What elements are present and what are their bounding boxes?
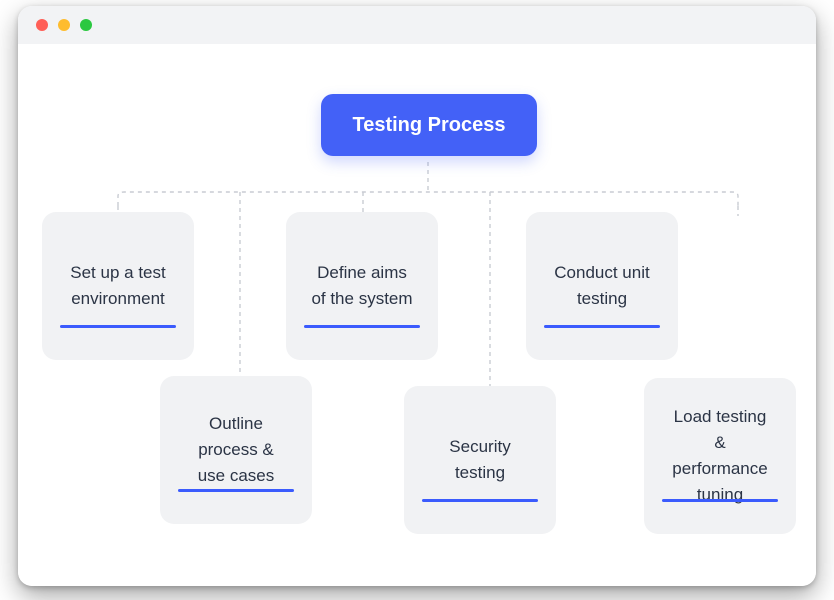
maximize-button[interactable] [80, 19, 92, 31]
diagram-canvas: Testing Process Set up a test environmen… [18, 44, 816, 586]
node-outline-process-use-cases[interactable]: Outline process & use cases [160, 376, 312, 524]
node-root[interactable]: Testing Process [321, 94, 537, 156]
node-security-testing[interactable]: Security testing [404, 386, 556, 534]
node-conduct-unit-testing[interactable]: Conduct unit testing [526, 212, 678, 360]
node-underline [178, 489, 294, 492]
node-root-label: Testing Process [352, 114, 506, 136]
node-set-up-test-environment[interactable]: Set up a test environment [42, 212, 194, 360]
close-button[interactable] [36, 19, 48, 31]
window-controls [36, 19, 92, 31]
node-label: Outline process & use cases [197, 414, 275, 485]
node-define-aims-of-system[interactable]: Define aims of the system [286, 212, 438, 360]
node-underline [544, 325, 660, 328]
node-load-testing-performance-tuning[interactable]: Load testing & performance tuning [644, 378, 796, 534]
node-underline [304, 325, 420, 328]
node-underline [662, 499, 778, 502]
node-label: Set up a test environment [70, 263, 166, 308]
node-underline [60, 325, 176, 328]
browser-window: Testing Process Set up a test environmen… [18, 6, 816, 586]
node-label: Security testing [449, 437, 511, 482]
node-label: Define aims of the system [311, 263, 413, 308]
node-label: Load testing & performance tuning [672, 407, 768, 504]
minimize-button[interactable] [58, 19, 70, 31]
window-titlebar [18, 6, 816, 45]
node-underline [422, 499, 538, 502]
node-label: Conduct unit testing [554, 263, 650, 308]
